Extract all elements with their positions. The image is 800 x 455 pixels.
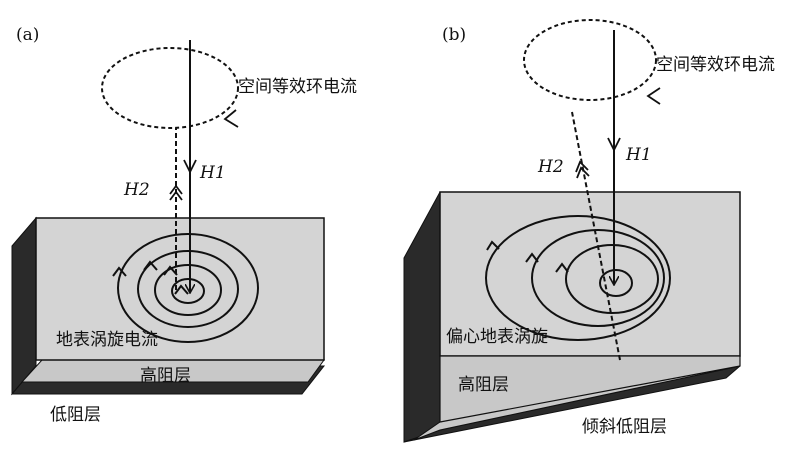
panel-a-ring-outer: [117, 233, 259, 343]
panel-b-loop-label: 空间等效环电流: [656, 55, 775, 75]
panel-a-ring-arrow-1: [112, 266, 127, 277]
panel-b-bottom-layer-label: 倾斜低阻层: [582, 417, 667, 437]
panel-a-surface-label: 地表涡旋电流: [56, 330, 158, 350]
panel-a-h2-label: H2: [123, 180, 150, 200]
panel-b-h2-label: H2: [537, 157, 564, 177]
panel-a-h1-mid-arrowhead: [183, 159, 197, 175]
panel-b-h1-mid-arrowhead: [607, 137, 621, 153]
panel-a: (a) 空间等效环电流: [10, 25, 357, 425]
panel-b-ring-arrow-1: [486, 240, 500, 251]
panel-b-low-layer-side: [403, 191, 441, 443]
panel-b-sloped-face: [439, 355, 741, 423]
panel-b-ring-core: [599, 269, 633, 297]
panel-a-ring-arrow-2: [143, 260, 158, 271]
panel-b-ring-arrow-3: [555, 262, 569, 273]
panel-b-top-layer-label: 高阻层: [458, 375, 509, 395]
panel-a-top-layer-label: 高阻层: [140, 366, 191, 386]
panel-a-label: (a): [16, 25, 39, 45]
panel-b: (b) 空间等效环电流: [403, 19, 775, 443]
panel-a-ring-core: [171, 278, 205, 304]
panel-b-h1-label: H1: [625, 145, 652, 165]
panel-b-loop-arrow: [646, 87, 661, 105]
panel-b-space-loop: [523, 19, 657, 101]
panel-b-ring-inner: [565, 244, 659, 314]
panel-a-eddy-rings: [117, 233, 259, 343]
panel-a-loop-arrow: [223, 109, 239, 128]
panel-b-h2-arrowhead-2: [576, 166, 590, 179]
panel-a-h2-arrowhead-2: [169, 190, 183, 201]
panel-a-low-layer-side: [11, 216, 37, 396]
panel-a-ring-inner: [154, 264, 222, 316]
panel-b-h2-arrowhead-1: [575, 160, 589, 173]
panel-b-eddy-rings: [485, 215, 671, 341]
panel-a-bottom-layer-label: 低阻层: [50, 405, 101, 425]
panel-b-ring-middle: [531, 229, 665, 327]
panel-a-h1-label: H1: [199, 163, 226, 183]
panel-a-h2-arrowhead-1: [169, 184, 183, 195]
panel-b-ring-arrows: [486, 240, 569, 273]
panel-b-surface: [439, 191, 741, 357]
panel-a-space-loop: [101, 47, 239, 129]
panel-b-h2-arrow: [571, 111, 621, 361]
panel-a-loop-label: 空间等效环电流: [238, 77, 357, 97]
panel-b-ring-outer: [485, 215, 671, 341]
panel-b-ring-arrow-2: [525, 252, 539, 263]
panel-a-ring-middle: [137, 250, 239, 328]
panel-b-surface-label: 偏心地表涡旋: [446, 327, 548, 347]
panel-b-label: (b): [442, 25, 466, 45]
panel-a-ring-arrow-3: [163, 265, 178, 276]
